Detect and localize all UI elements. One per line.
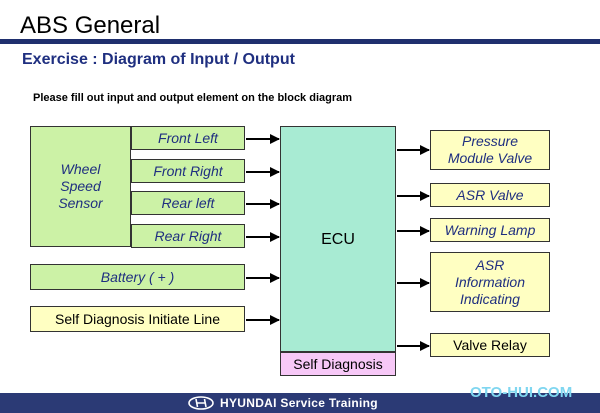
pressure-module-valve-box: Pressure Module Valve [430,130,550,170]
ecu-label: ECU [321,230,355,248]
battery-label: Battery ( + ) [100,268,175,285]
front-left-box: Front Left [131,126,245,150]
asr-valve-box: ASR Valve [430,183,550,207]
valve-relay-label: Valve Relay [453,336,527,353]
rear-right-box: Rear Right [131,224,245,248]
self-diagnosis-label: Self Diagnosis [293,355,383,372]
wheel-speed-sensor-label: Wheel Speed Sensor [58,161,103,211]
self-diagnosis-initiate-box: Self Diagnosis Initiate Line [30,306,245,332]
asr-valve-label: ASR Valve [456,186,524,203]
rear-left-label: Rear left [161,194,215,211]
warning-lamp-box: Warning Lamp [430,218,550,242]
battery-box: Battery ( + ) [30,264,245,290]
instruction-text: Please fill out input and output element… [33,92,353,104]
self-diagnosis-box: Self Diagnosis [280,352,396,376]
rear-right-label: Rear Right [154,227,222,244]
ecu-box: ECU [280,126,396,352]
wheel-speed-sensor-box: Wheel Speed Sensor [30,126,131,247]
asr-information-label: ASR Information Indicating [454,256,526,307]
footer-brand-text: HYUNDAI Service Training [220,396,378,410]
valve-relay-box: Valve Relay [430,333,550,357]
footer-bar [0,393,600,413]
title-rule [0,39,600,44]
watermark-text: OTO-HUI.COM [470,384,573,401]
page-title: ABS General [20,12,161,39]
pressure-module-valve-label: Pressure Module Valve [447,133,533,166]
self-diagnosis-initiate-label: Self Diagnosis Initiate Line [55,310,220,327]
rear-left-box: Rear left [131,191,245,215]
front-right-box: Front Right [131,159,245,183]
subtitle: Exercise : Diagram of Input / Output [22,51,295,68]
front-left-label: Front Left [158,129,218,146]
hyundai-logo-icon [188,396,214,410]
warning-lamp-label: Warning Lamp [444,221,536,238]
front-right-label: Front Right [153,162,223,179]
asr-information-box: ASR Information Indicating [430,252,550,312]
